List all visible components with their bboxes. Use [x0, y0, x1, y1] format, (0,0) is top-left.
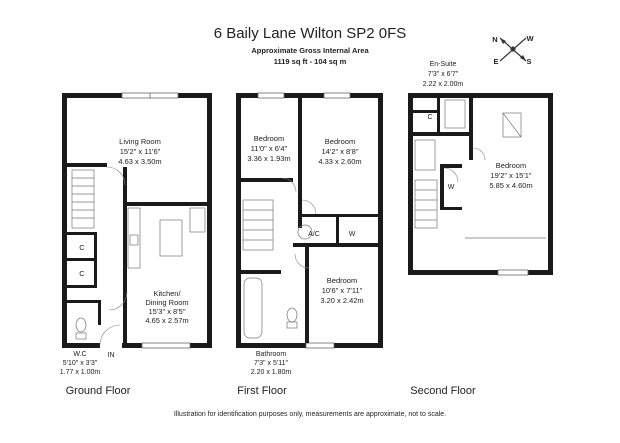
living-room-metric: 4.63 x 3.50m — [118, 157, 161, 166]
kitchen-name-1: Kitchen/ — [153, 289, 181, 298]
kitchen-name-2: Dining Room — [145, 298, 188, 307]
living-room-name: Living Room — [119, 137, 161, 146]
compass-s: S — [526, 57, 531, 66]
compass-e: E — [493, 57, 498, 66]
second-cupboard-label: C — [427, 114, 432, 121]
area-value: 1119 sq ft - 104 sq m — [274, 57, 347, 66]
bedroom-b-metric: 4.33 x 2.60m — [318, 157, 361, 166]
living-room-imperial: 15'2" x 11'6" — [120, 147, 161, 156]
wc-imperial: 5'10" x 3'3" — [63, 360, 98, 367]
bedroom-c-metric: 3.20 x 2.42m — [320, 296, 363, 305]
bedroom-a-metric: 3.36 x 1.93m — [247, 154, 290, 163]
ground-floor-plan: Living Room 15'2" x 11'6" 4.63 x 3.50m K… — [60, 92, 212, 376]
first-floor-plan: Bedroom 11'0" x 6'4" 3.36 x 1.93m Bedroo… — [236, 92, 383, 376]
master-bedroom-metric: 5.85 x 4.60m — [489, 181, 532, 190]
first-wardrobe-label: W — [349, 231, 356, 238]
airing-cupboard-label: A/C — [308, 231, 320, 238]
ensuite-imperial: 7'3" x 6'7" — [428, 71, 459, 78]
entrance-label: IN — [108, 352, 115, 359]
compass-n: N — [492, 35, 497, 44]
ground-floor-label: Ground Floor — [66, 385, 131, 397]
bedroom-c-name: Bedroom — [327, 276, 357, 285]
master-bedroom-imperial: 19'2" x 15'1" — [490, 171, 531, 180]
bathroom-name: Bathroom — [256, 351, 287, 358]
bathroom-imperial: 7'3" x 5'11" — [254, 360, 288, 367]
disclaimer: Illustration for identification purposes… — [174, 411, 446, 418]
bedroom-c-imperial: 10'6" x 7'11" — [322, 286, 363, 295]
plan-title: 6 Baily Lane Wilton SP2 0FS — [214, 25, 407, 42]
ensuite-name: En-Suite — [430, 61, 457, 68]
ground-cupboard-1: C — [79, 243, 85, 252]
wc-name: W.C — [73, 351, 86, 358]
second-wardrobe-label: W — [448, 184, 455, 191]
bedroom-a-imperial: 11'0" x 6'4" — [251, 144, 288, 153]
bathroom-metric: 2.20 x 1.80m — [251, 369, 292, 376]
bedroom-b-imperial: 14'2" x 8'8" — [322, 147, 359, 156]
first-floor-label: First Floor — [237, 385, 287, 397]
bedroom-b-name: Bedroom — [325, 137, 355, 146]
kitchen-metric: 4.65 x 2.57m — [145, 316, 188, 325]
compass-w: W — [526, 34, 534, 43]
wc-metric: 1.77 x 1.00m — [60, 369, 101, 376]
bedroom-a-name: Bedroom — [254, 134, 284, 143]
master-bedroom-name: Bedroom — [496, 161, 526, 170]
compass-icon: N W E S — [492, 34, 534, 66]
area-label: Approximate Gross Internal Area — [251, 46, 369, 55]
ensuite-metric: 2.22 x 2.00m — [423, 81, 464, 88]
kitchen-imperial: 15'3" x 8'5" — [149, 307, 186, 316]
second-floor-label: Second Floor — [410, 385, 476, 397]
ground-cupboard-2: C — [79, 269, 85, 278]
second-floor-plan: C W Bedroom 19'2" x 15'1" 5.85 x 4.60m — [408, 93, 553, 276]
